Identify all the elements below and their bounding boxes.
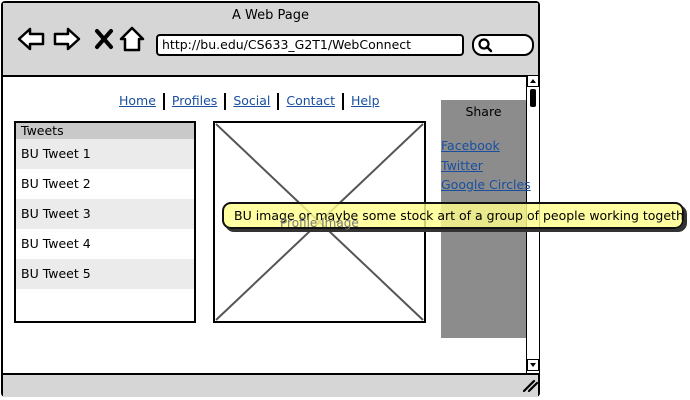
list-item[interactable]: BU Tweet 4	[21, 236, 91, 251]
home-icon[interactable]	[119, 25, 147, 53]
nav-separator	[277, 93, 280, 110]
nav-link-home[interactable]: Home	[119, 93, 156, 108]
scroll-down-icon[interactable]	[527, 359, 539, 371]
nav-link-profiles[interactable]: Profiles	[171, 93, 218, 108]
arrow-right-icon[interactable]	[53, 25, 81, 53]
list-item[interactable]: BU Tweet 5	[16, 259, 194, 289]
scroll-thumb[interactable]	[530, 89, 536, 107]
scroll-up-icon[interactable]	[527, 75, 539, 87]
list-item[interactable]: BU Tweet 1	[16, 139, 194, 169]
resize-grip-icon[interactable]	[520, 379, 538, 393]
nav-link-contact[interactable]: Contact	[286, 93, 336, 108]
nav-separator	[224, 93, 227, 110]
profile-image-label: Profile Image	[280, 216, 359, 230]
address-bar[interactable]: http://bu.edu/CS633_G2T1/WebConnect	[156, 34, 464, 56]
list-item[interactable]: BU Tweet 2	[21, 176, 91, 191]
callout-note: BU image or maybe some stock art of a gr…	[222, 202, 684, 229]
close-icon[interactable]	[91, 25, 119, 53]
search-box[interactable]	[472, 34, 534, 56]
search-icon	[478, 38, 493, 53]
share-link-twitter[interactable]: Twitter	[441, 157, 483, 173]
tweets-header: Tweets	[16, 123, 194, 139]
share-title: Share	[465, 104, 502, 119]
browser-titlebar: A Web Page http://bu.edu/CS633_G2T1/WebC…	[3, 3, 538, 77]
share-link-google-circles[interactable]: Google Circles	[441, 177, 531, 192]
main-nav: Home Profiles Social Contact Help	[112, 93, 387, 110]
nav-separator	[162, 93, 165, 110]
status-bar	[3, 373, 538, 397]
list-item[interactable]: BU Tweet 3	[16, 199, 194, 229]
share-link-facebook[interactable]: Facebook	[441, 138, 500, 153]
callout-text: BU image or maybe some stock art of a gr…	[234, 208, 684, 223]
arrow-left-icon[interactable]	[17, 25, 45, 53]
window-title: A Web Page	[232, 8, 309, 23]
nav-link-social[interactable]: Social	[233, 93, 271, 108]
nav-separator	[342, 93, 345, 110]
nav-link-help[interactable]: Help	[351, 93, 380, 108]
tweets-list: Tweets BU Tweet 1 BU Tweet 2 BU Tweet 3 …	[14, 121, 196, 323]
